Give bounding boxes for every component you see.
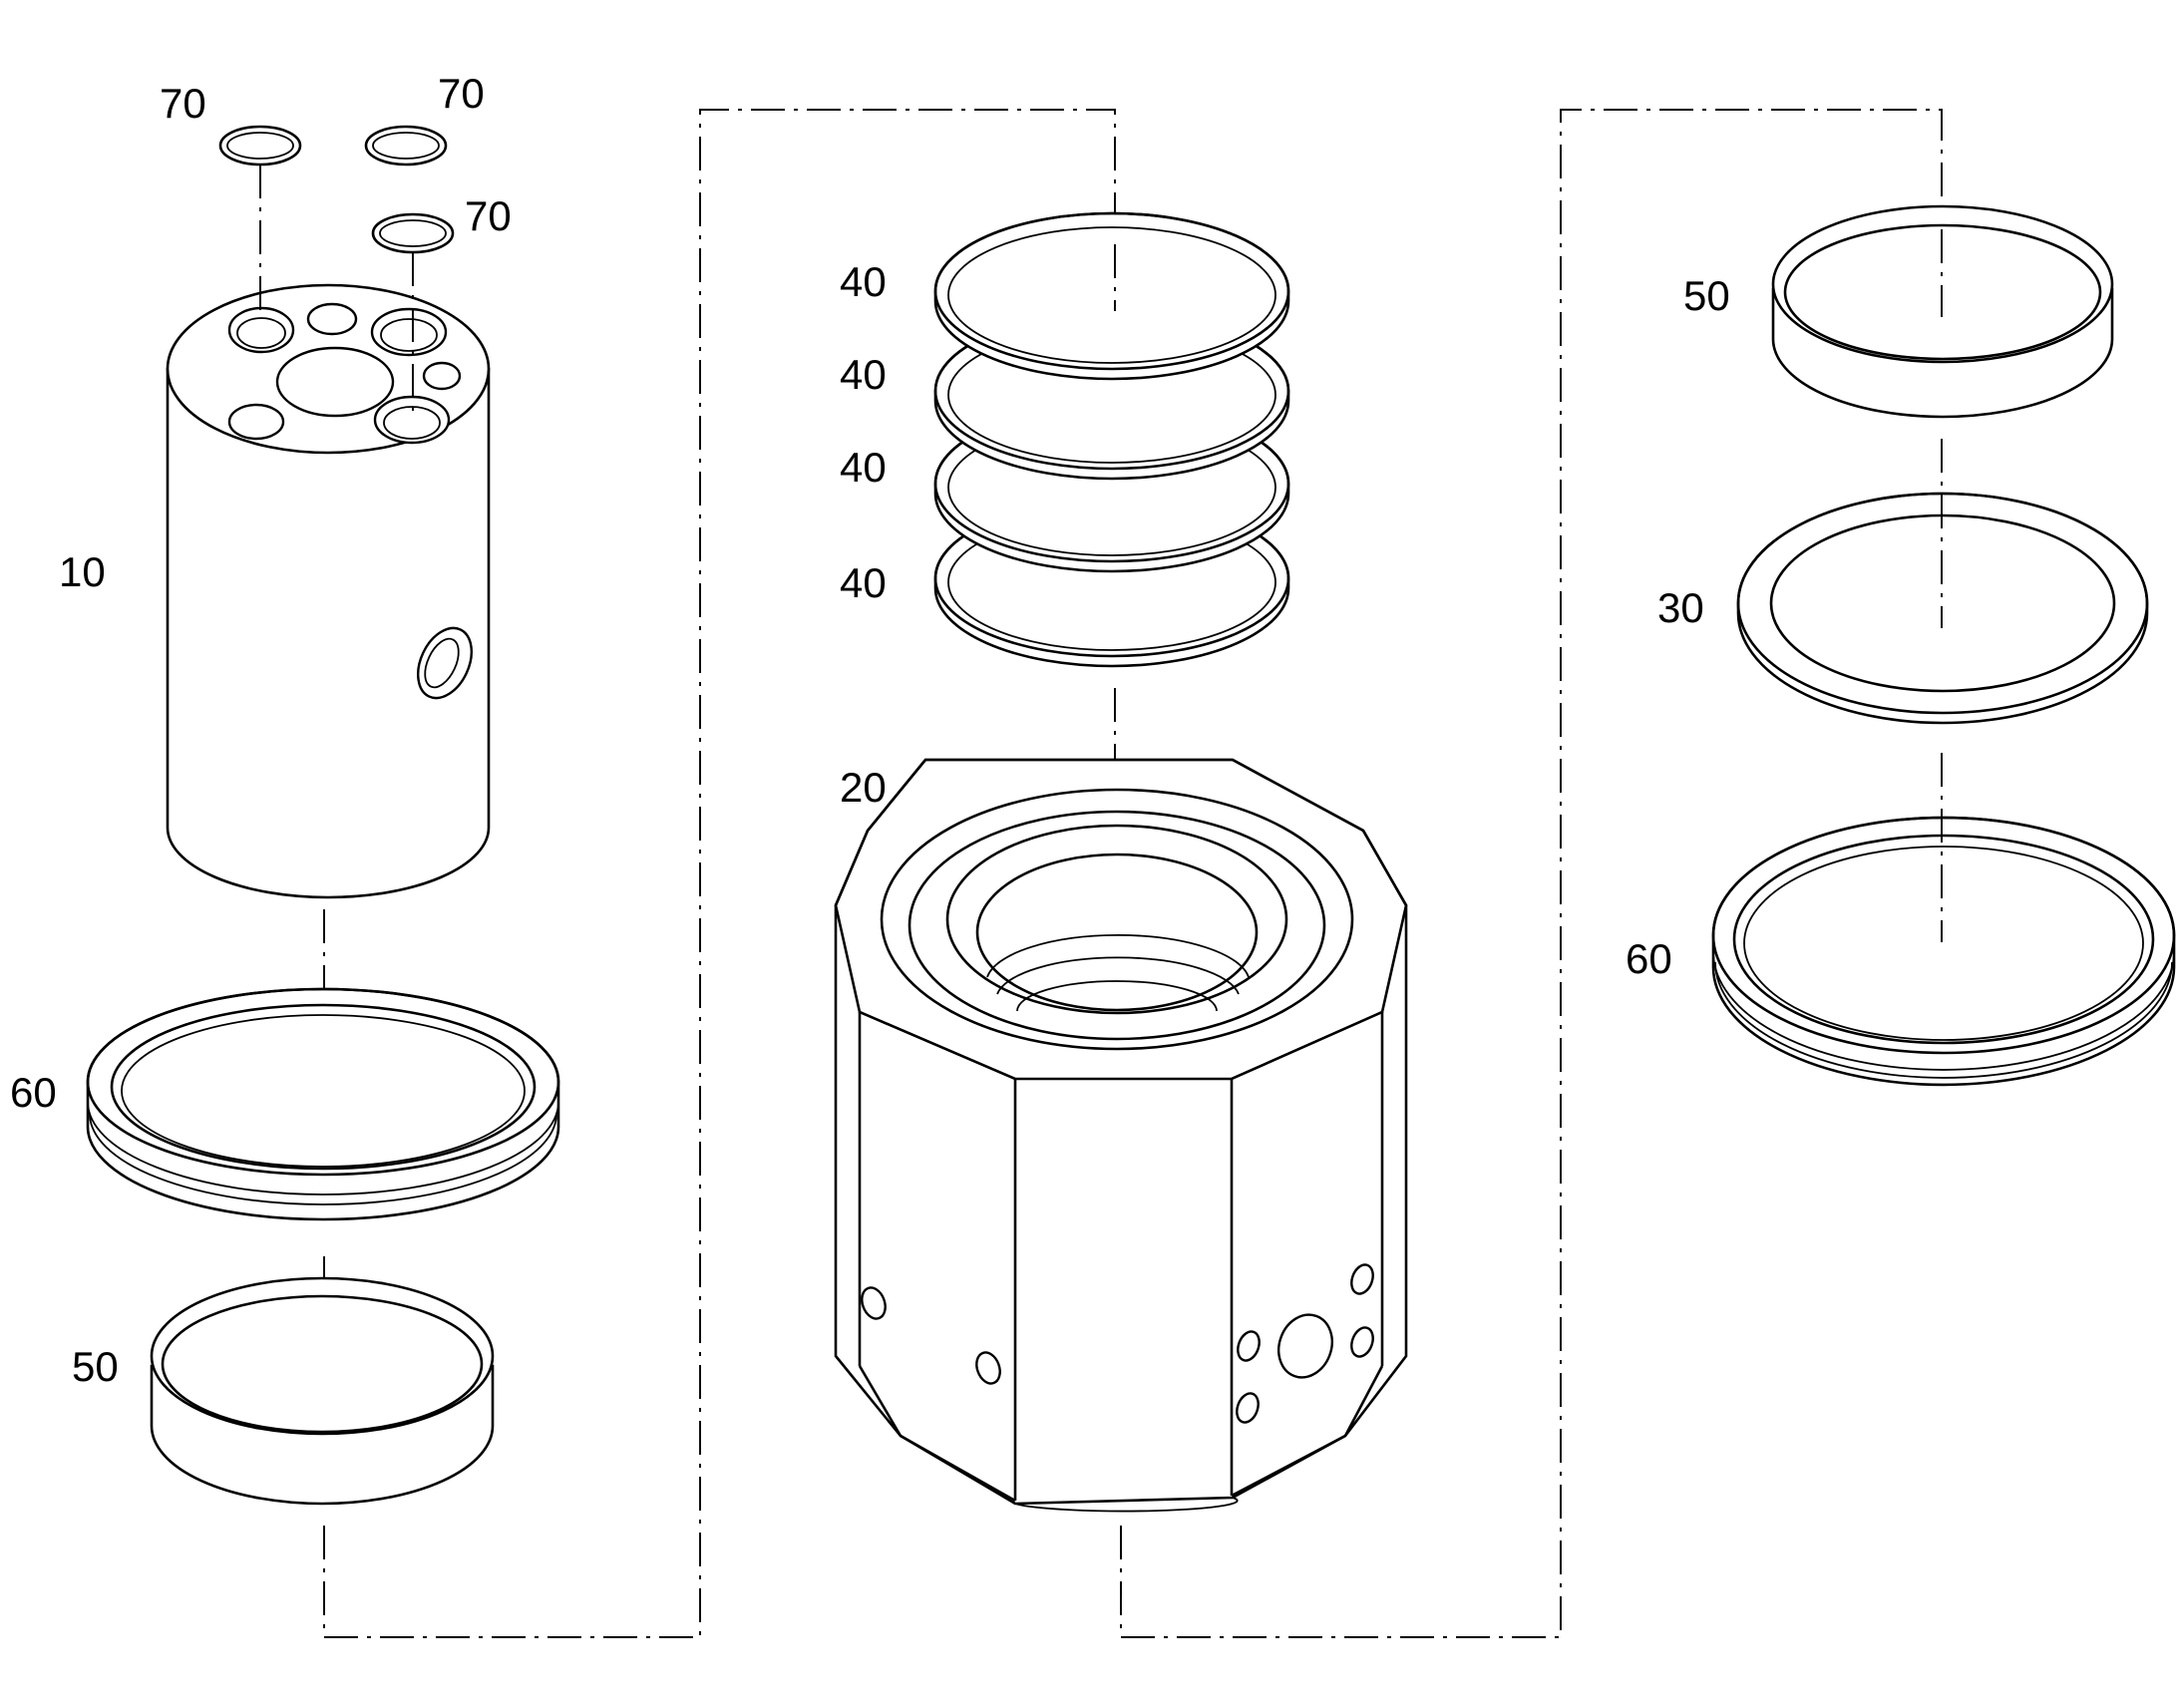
seal-ring-40-stack (933, 211, 1290, 668)
callout-10: 10 (59, 548, 106, 595)
callout-30: 30 (1657, 584, 1704, 631)
callout-70-b: 70 (438, 70, 485, 117)
o-ring-70-b (364, 125, 448, 167)
callout-labels: 70 70 70 10 60 50 40 40 40 40 20 50 30 6… (10, 70, 1730, 1390)
callout-20: 20 (840, 764, 887, 811)
callout-40-c: 40 (840, 444, 887, 491)
callout-50-right: 50 (1683, 272, 1730, 319)
callout-40-b: 40 (840, 351, 887, 398)
callout-60-right: 60 (1626, 935, 1672, 982)
o-ring-70-c (371, 212, 455, 254)
callout-70-c: 70 (465, 192, 512, 239)
callout-40-d: 40 (840, 559, 887, 606)
callout-40-a: 40 (840, 258, 887, 305)
callout-70-a: 70 (160, 80, 206, 127)
bushing-50-right (1771, 204, 2114, 419)
swivel-housing-part-20 (834, 758, 1408, 1513)
thrust-washer-30 (1736, 492, 2149, 725)
seal-ring-40-a (933, 211, 1290, 381)
seal-ring-60-right (1711, 816, 2176, 1087)
o-ring-70-a (218, 125, 302, 167)
rotor-part-10 (166, 283, 491, 899)
seal-ring-60-left (86, 987, 560, 1221)
assembly-path-lines (323, 109, 1943, 1638)
callout-50-left: 50 (72, 1343, 119, 1390)
callout-60-left: 60 (10, 1069, 57, 1116)
bushing-50-left (150, 1276, 495, 1506)
